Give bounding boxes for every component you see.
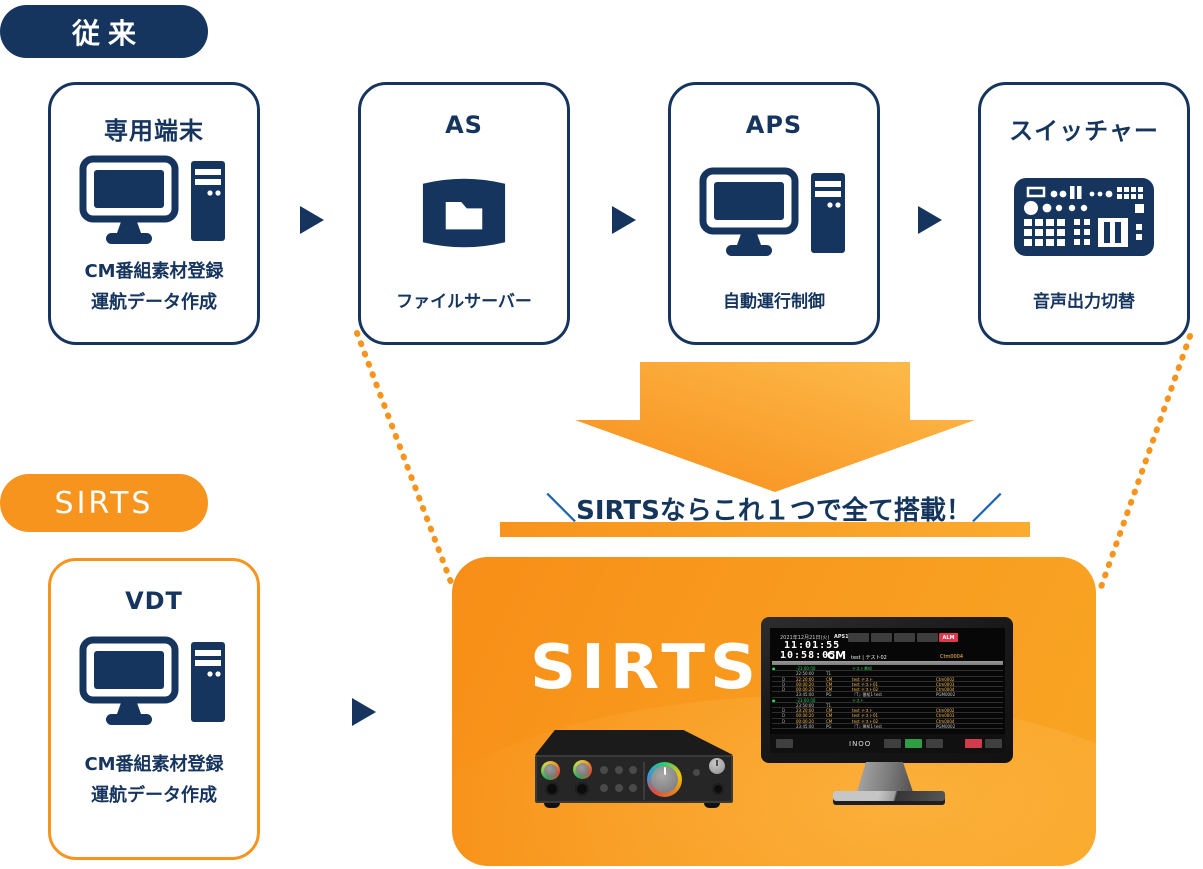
- gain-knob-1: [541, 761, 560, 780]
- vdt-card: VDT CM番組素材登録 運航データ作成: [48, 558, 260, 860]
- headline-highlight-bar: [500, 522, 1030, 537]
- screen-button: [894, 633, 915, 642]
- screen-bottom-bar: INOO: [770, 734, 1005, 753]
- device-button: [615, 766, 623, 774]
- card-line: 自動運行制御: [723, 292, 825, 312]
- card-title: スイッチャー: [1009, 117, 1159, 145]
- device-button: [615, 784, 623, 792]
- screen-button: [848, 633, 869, 642]
- gain-knob-2: [573, 760, 592, 779]
- screen-now-id: Ctm0004: [940, 654, 964, 660]
- sirts-headline: ＼SIRTSならこれ１つで全て搭載！／: [452, 486, 1096, 540]
- flow-arrow-icon: [918, 206, 942, 234]
- device-foot: [704, 803, 720, 808]
- card-line: ファイルサーバー: [396, 292, 532, 312]
- alarm-button: ALM: [939, 633, 958, 642]
- big-down-arrow: [575, 362, 975, 492]
- screen-date: 2021年12月21日(火): [780, 635, 830, 641]
- headline-slash-right: ／: [971, 492, 1002, 527]
- panel-divider: [643, 762, 645, 800]
- device-button: [629, 784, 637, 792]
- card-title: AS: [445, 111, 483, 139]
- card-line: 音声出力切替: [1033, 292, 1135, 312]
- screen-button: [871, 633, 892, 642]
- desktop-pc-icon: [51, 146, 257, 256]
- device-button: [693, 769, 700, 776]
- screen-button: [917, 633, 938, 642]
- screen-clock-main: 11:01:55: [784, 640, 841, 651]
- screen-now-playing: test | テスト02: [851, 655, 887, 661]
- switcher-icon: [981, 146, 1187, 287]
- main-volume-knob: [647, 762, 682, 797]
- monitor-stand: [857, 762, 913, 792]
- flow-arrow-icon: [612, 206, 636, 234]
- device-button: [629, 766, 637, 774]
- dashed-connector-left: [354, 330, 455, 588]
- headline-text: SIRTSならこれ１つで全て搭載！: [576, 496, 972, 526]
- card-line: CM番組素材登録: [84, 754, 224, 775]
- screen-button-red: [965, 739, 982, 748]
- headphone-knob: [709, 758, 725, 774]
- card-line: 運航データ作成: [91, 785, 217, 806]
- screen-button: [884, 739, 901, 748]
- desktop-pc-icon: [671, 139, 877, 287]
- sirts-logo: SIRTS: [530, 632, 762, 704]
- audio-interface-front: [535, 755, 733, 803]
- device-jack: [545, 782, 559, 796]
- screen-button: [985, 739, 1002, 748]
- screen-button-green: [905, 739, 922, 748]
- legacy-badge: 従来: [0, 5, 208, 58]
- file-server-icon: [361, 139, 567, 287]
- legacy-card-as: AS ファイルサーバー: [358, 82, 570, 345]
- card-title: VDT: [125, 587, 183, 615]
- screen-button: [776, 739, 793, 748]
- device-foot: [544, 803, 560, 808]
- legacy-card-switcher: スイッチャー: [978, 82, 1190, 345]
- card-title: APS: [745, 111, 803, 139]
- monitor-base: [833, 791, 945, 805]
- audio-interface-top: [535, 730, 733, 755]
- playout-table-header: [772, 661, 1003, 665]
- device-jack: [712, 783, 724, 795]
- device-button: [600, 766, 608, 774]
- screen-mode-label: CM: [827, 649, 847, 662]
- device-jack: [575, 782, 589, 796]
- card-line: CM番組素材登録: [84, 261, 224, 282]
- screen-clock-sub: 10:58:05: [780, 650, 837, 661]
- playout-screen: 2021年12月21日(火) 11:01:55 10:58:05 APS1 AL…: [770, 628, 1005, 753]
- screen-aps-label: APS1: [834, 634, 849, 640]
- dashed-connector-right: [1097, 333, 1193, 593]
- screen-button: [926, 739, 943, 748]
- sirts-badge: SIRTS: [0, 474, 208, 532]
- desktop-pc-icon: [51, 615, 257, 749]
- device-button: [600, 784, 608, 792]
- flow-arrow-icon: [300, 206, 324, 234]
- legacy-card-aps: APS 自動運行制御: [668, 82, 880, 345]
- sirts-product-box: SIRTS 2021年12月21日(火) 11:01:55 10:58:05: [452, 557, 1096, 866]
- card-line: 運航データ作成: [91, 292, 217, 313]
- screen-footer-logo: INOO: [849, 740, 872, 748]
- legacy-card-terminal: 専用端末 CM番組素材登録 運航データ作成: [48, 82, 260, 345]
- headline-slash-left: ＼: [546, 492, 577, 527]
- card-title: 専用端末: [104, 117, 204, 145]
- flow-arrow-icon: [352, 698, 376, 726]
